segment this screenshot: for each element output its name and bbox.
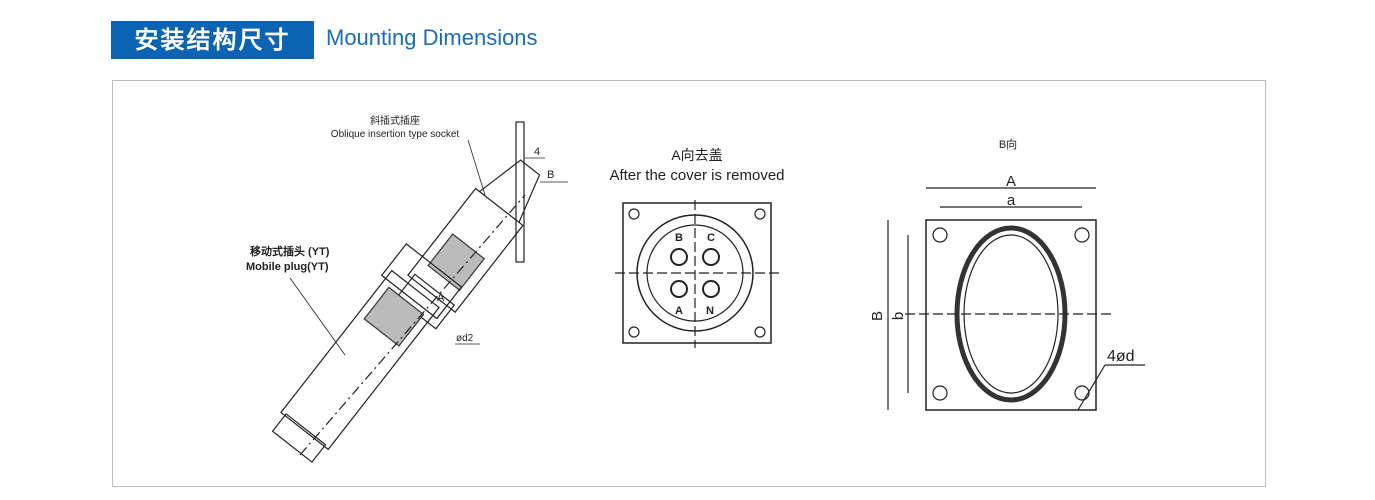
- plug-label-en: Mobile plug(YT): [246, 261, 329, 273]
- dim-d2: ød2: [456, 333, 474, 344]
- section-title-en: Mounting Dimensions: [326, 25, 538, 50]
- socket-body: [395, 159, 541, 330]
- dim-A-width: A: [1006, 173, 1016, 190]
- plug-body: [271, 243, 463, 463]
- plug-label-cn: 移动式插头 (YT): [250, 244, 330, 258]
- back-view: B向 A a B b 4ød: [869, 137, 1145, 411]
- dim-B-height: B: [869, 311, 886, 321]
- back-view-title: B向: [999, 137, 1017, 151]
- pin-label-N: N: [706, 305, 714, 317]
- centerline: [299, 194, 526, 456]
- mounting-plate: [515, 121, 525, 263]
- pin-label-C: C: [707, 232, 715, 244]
- drawing-panel: [112, 80, 1266, 487]
- socket-label-en: Oblique insertion type socket: [331, 129, 460, 140]
- dim-a-hole-spacing: a: [1007, 192, 1016, 209]
- dim-B-arrow: B: [547, 169, 554, 181]
- section-title-cn: 安装结构尺寸: [111, 21, 314, 59]
- side-view: 斜插式插座 Oblique insertion type socket 4 B …: [246, 114, 568, 463]
- front-view-title-en: After the cover is removed: [609, 167, 784, 184]
- front-view: A向去盖 After the cover is removed B C A N: [609, 147, 785, 348]
- dim-A-arrow: A: [437, 292, 445, 304]
- dim-b-hole-spacing: b: [890, 312, 907, 320]
- dim-4d-holes: 4ød: [1107, 348, 1135, 365]
- dim-4: 4: [534, 146, 540, 158]
- pin-label-A: A: [675, 305, 683, 317]
- pin-label-B: B: [675, 232, 683, 244]
- front-view-title-cn: A向去盖: [671, 147, 722, 163]
- socket-label-cn: 斜插式插座: [370, 114, 420, 127]
